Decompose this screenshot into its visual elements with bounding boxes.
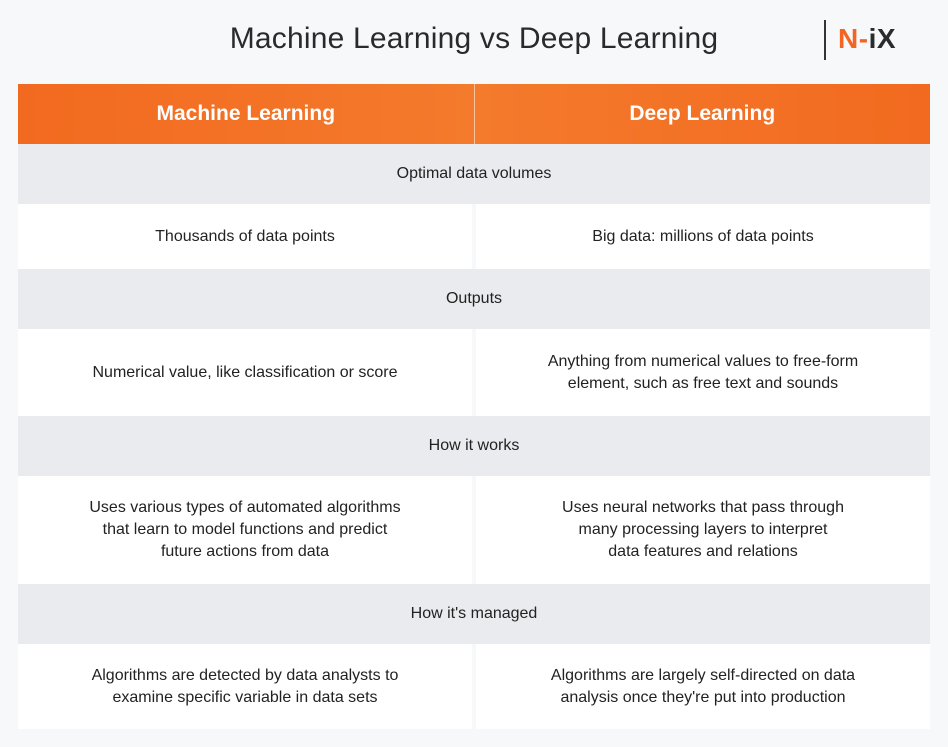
table-row: Thousands of data points Big data: milli…	[18, 204, 930, 269]
page-header: Machine Learning vs Deep Learning N-iX	[0, 0, 948, 78]
ml-cell: Uses various types of automated algorith…	[18, 476, 472, 584]
table-row: Uses various types of automated algorith…	[18, 476, 930, 584]
table-row: Numerical value, like classification or …	[18, 329, 930, 416]
table-header-row: Machine Learning Deep Learning	[18, 84, 930, 144]
ml-cell: Algorithms are detected by data analysts…	[18, 644, 472, 729]
table-row: Algorithms are detected by data analysts…	[18, 644, 930, 729]
logo-letters-ix: iX	[868, 23, 897, 54]
column-header-deep-learning: Deep Learning	[473, 84, 931, 144]
dl-cell: Uses neural networks that pass through m…	[476, 476, 930, 584]
comparison-table: Machine Learning Deep Learning Optimal d…	[18, 84, 930, 729]
section-title-how-its-managed: How it's managed	[18, 584, 930, 644]
logo-divider	[824, 20, 826, 60]
dl-cell: Algorithms are largely self-directed on …	[476, 644, 930, 729]
dl-cell: Anything from numerical values to free-f…	[476, 329, 930, 416]
logo-letter-n: N	[838, 23, 859, 54]
logo-dash: -	[858, 23, 869, 54]
ml-cell: Numerical value, like classification or …	[18, 329, 472, 416]
ml-cell: Thousands of data points	[18, 204, 472, 269]
brand-logo: N-iX	[838, 23, 896, 55]
section-title-outputs: Outputs	[18, 269, 930, 329]
column-header-machine-learning: Machine Learning	[156, 102, 336, 125]
page-title: Machine Learning vs Deep Learning	[229, 22, 719, 55]
dl-cell: Big data: millions of data points	[476, 204, 930, 269]
section-title-data-volumes: Optimal data volumes	[18, 144, 930, 204]
section-title-how-it-works: How it works	[18, 416, 930, 476]
